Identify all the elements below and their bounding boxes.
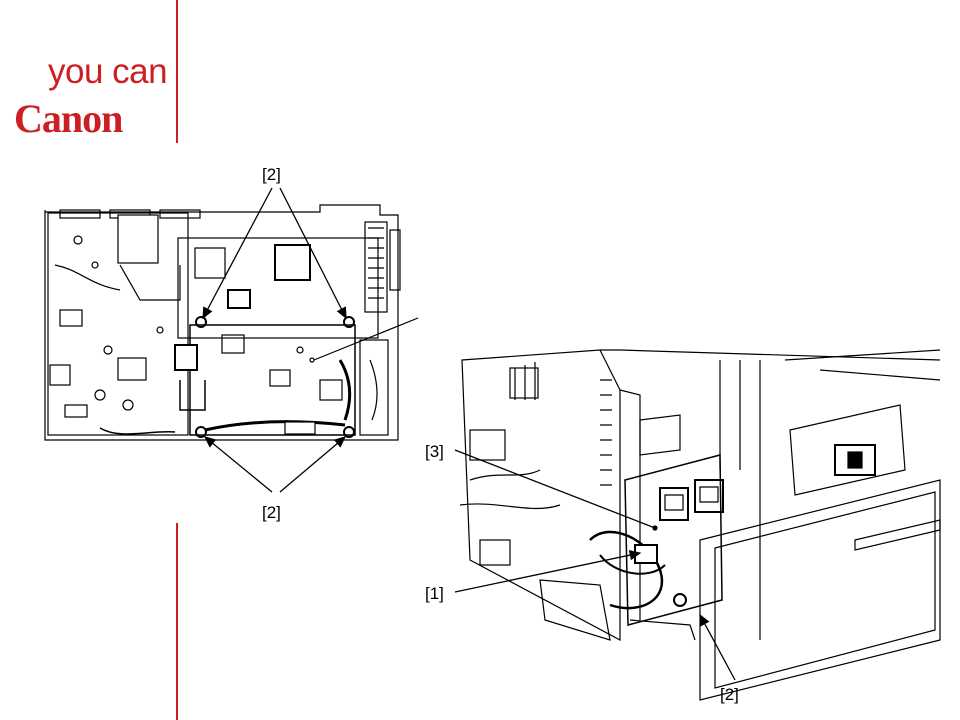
callout-label-2-right: [2] [720,685,739,704]
figure-board-top-view [44,204,419,441]
figure2-leaders [454,449,736,681]
figure1-arrows [202,187,347,493]
brand-divider-bottom [176,523,178,720]
callout-label-1: [1] [425,584,444,603]
callout-label-3: [3] [425,442,444,461]
figure-printer-rear-view [459,349,941,701]
brand-divider-top [176,0,178,143]
callout-label-2-bottom: [2] [262,503,281,522]
canon-logo: Canon [14,96,123,141]
callout-label-2-top: [2] [262,165,281,184]
brand-tagline: you can [48,52,168,91]
